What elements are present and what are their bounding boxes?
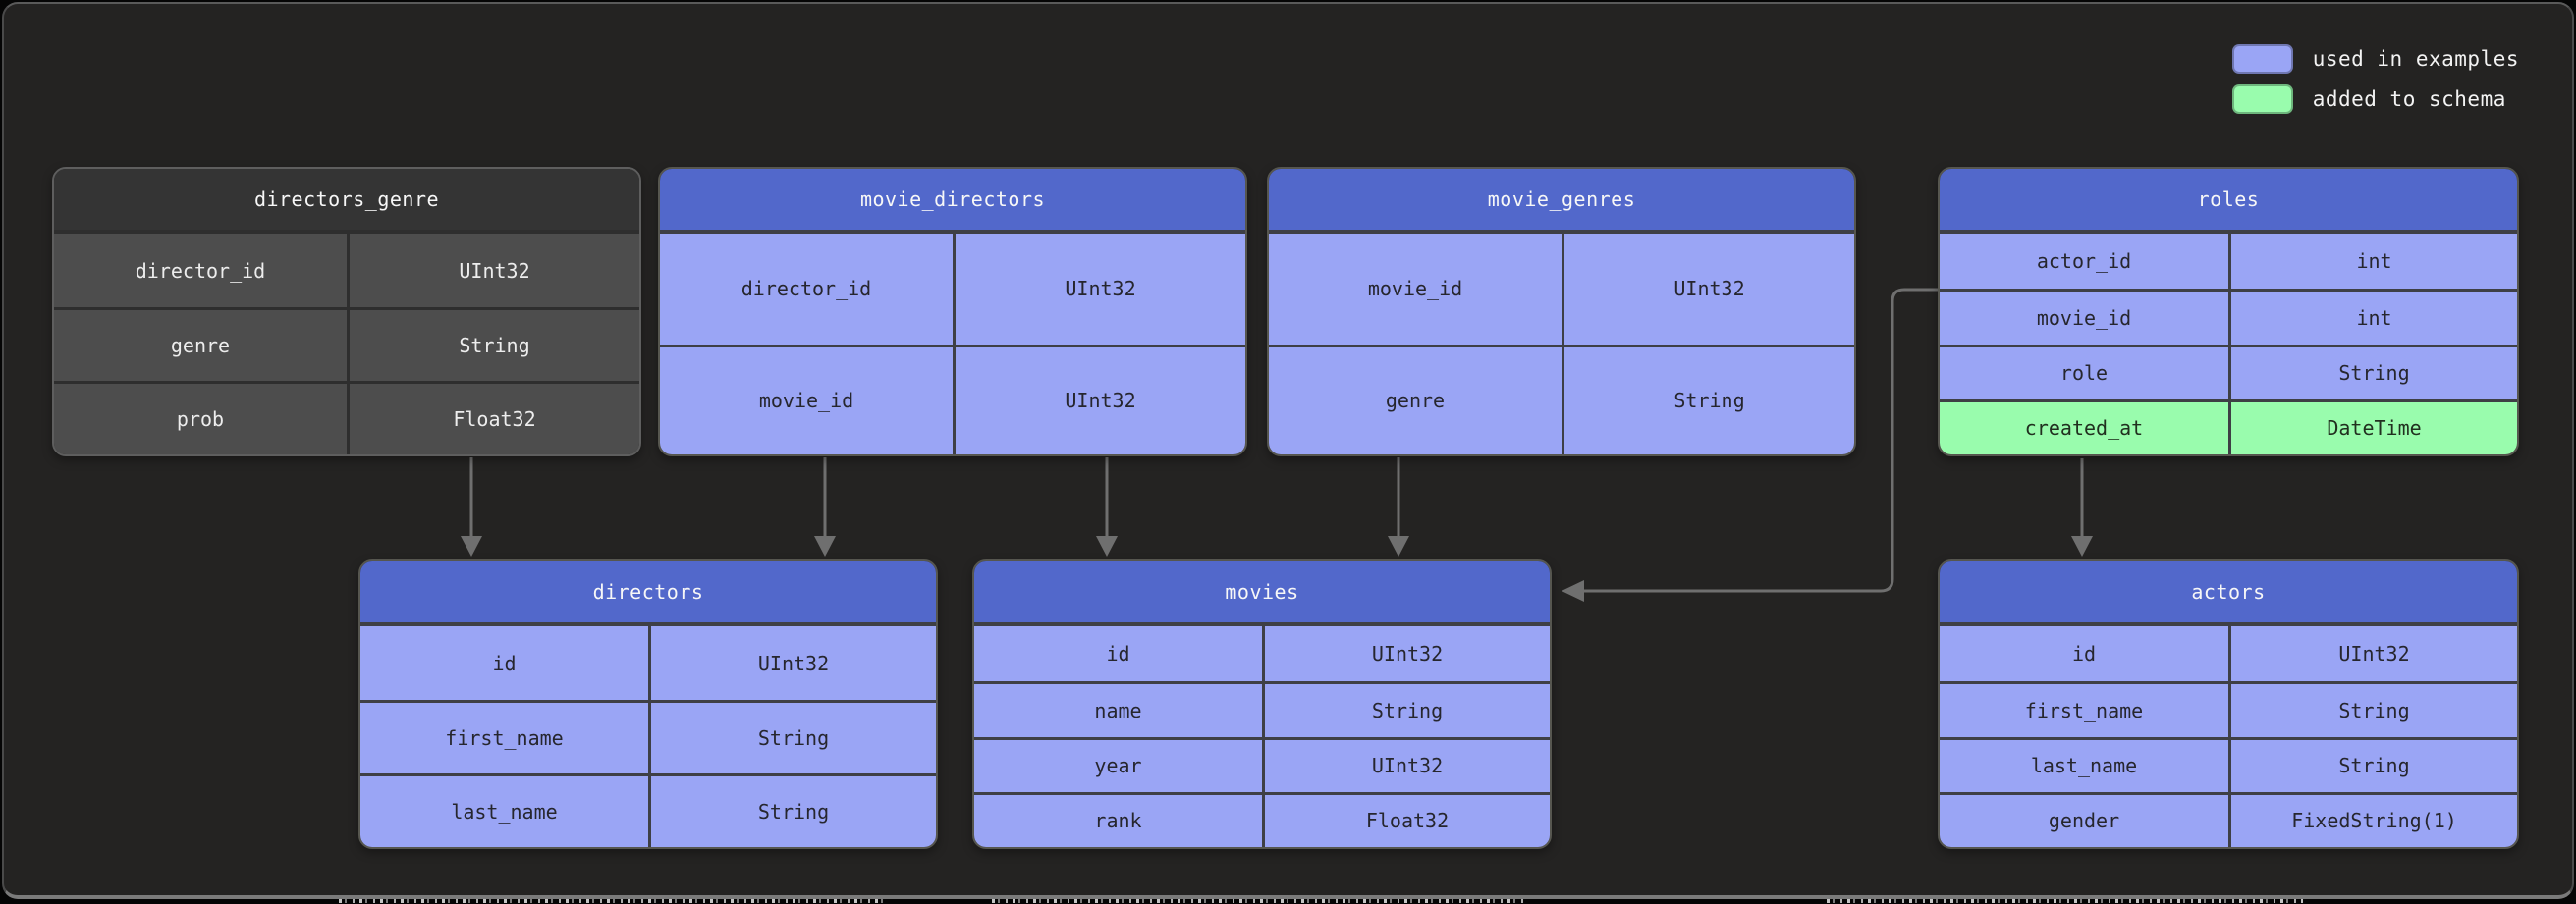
field-cell: actor_id [1940,234,2228,290]
type-cell: String [2228,684,2517,737]
used-color-swatch [2231,44,2293,74]
type-cell: Float32 [347,384,639,454]
legend-label: used in examples [2312,47,2519,71]
field-cell: first_name [360,703,648,773]
field-cell: movie_id [1269,234,1562,345]
table-title: movies [974,561,1550,626]
type-cell: UInt32 [1562,234,1854,345]
table-title: directors_genre [54,169,639,234]
field-cell: name [974,684,1262,737]
clipped-text-artifact [339,899,889,903]
field-cell: movie_id [660,346,953,454]
type-cell: String [648,703,936,773]
type-cell: String [1262,684,1550,737]
field-cell: created_at [1940,401,2228,454]
type-cell: UInt32 [953,234,1245,345]
field-cell: director_id [54,234,347,307]
added-color-swatch [2231,84,2293,114]
field-cell: role [1940,346,2228,399]
type-cell: DateTime [2228,401,2517,454]
field-cell: gender [1940,794,2228,847]
table-title: actors [1940,561,2517,626]
table-title: roles [1940,169,2517,234]
field-cell: first_name [1940,684,2228,737]
field-cell: genre [1269,346,1562,454]
type-cell: Float32 [1262,794,1550,847]
field-cell: last_name [360,776,648,847]
field-cell: id [360,626,648,700]
clipped-text-artifact [1827,899,2303,903]
type-cell: UInt32 [347,234,639,307]
clipped-text-artifact [992,899,1527,903]
legend: used in examples added to schema [2231,44,2519,114]
type-cell: String [347,310,639,381]
type-cell: FixedString(1) [2228,794,2517,847]
field-cell: id [1940,626,2228,682]
type-cell: UInt32 [2228,626,2517,682]
legend-item-added: added to schema [2231,84,2519,114]
type-cell: UInt32 [648,626,936,700]
field-cell: id [974,626,1262,682]
type-cell: UInt32 [1262,626,1550,682]
type-cell: String [1562,346,1854,454]
type-cell: String [2228,346,2517,399]
table-title: directors [360,561,936,626]
field-cell: prob [54,384,347,454]
type-cell: int [2228,292,2517,345]
table-title: movie_directors [660,169,1245,234]
field-cell: year [974,739,1262,792]
type-cell: String [648,776,936,847]
field-cell: director_id [660,234,953,345]
table-title: movie_genres [1269,169,1854,234]
type-cell: int [2228,234,2517,290]
type-cell: UInt32 [953,346,1245,454]
legend-item-used: used in examples [2231,44,2519,74]
field-cell: genre [54,310,347,381]
field-cell: movie_id [1940,292,2228,345]
legend-label: added to schema [2312,87,2506,111]
type-cell: UInt32 [1262,739,1550,792]
field-cell: last_name [1940,739,2228,792]
field-cell: rank [974,794,1262,847]
type-cell: String [2228,739,2517,792]
